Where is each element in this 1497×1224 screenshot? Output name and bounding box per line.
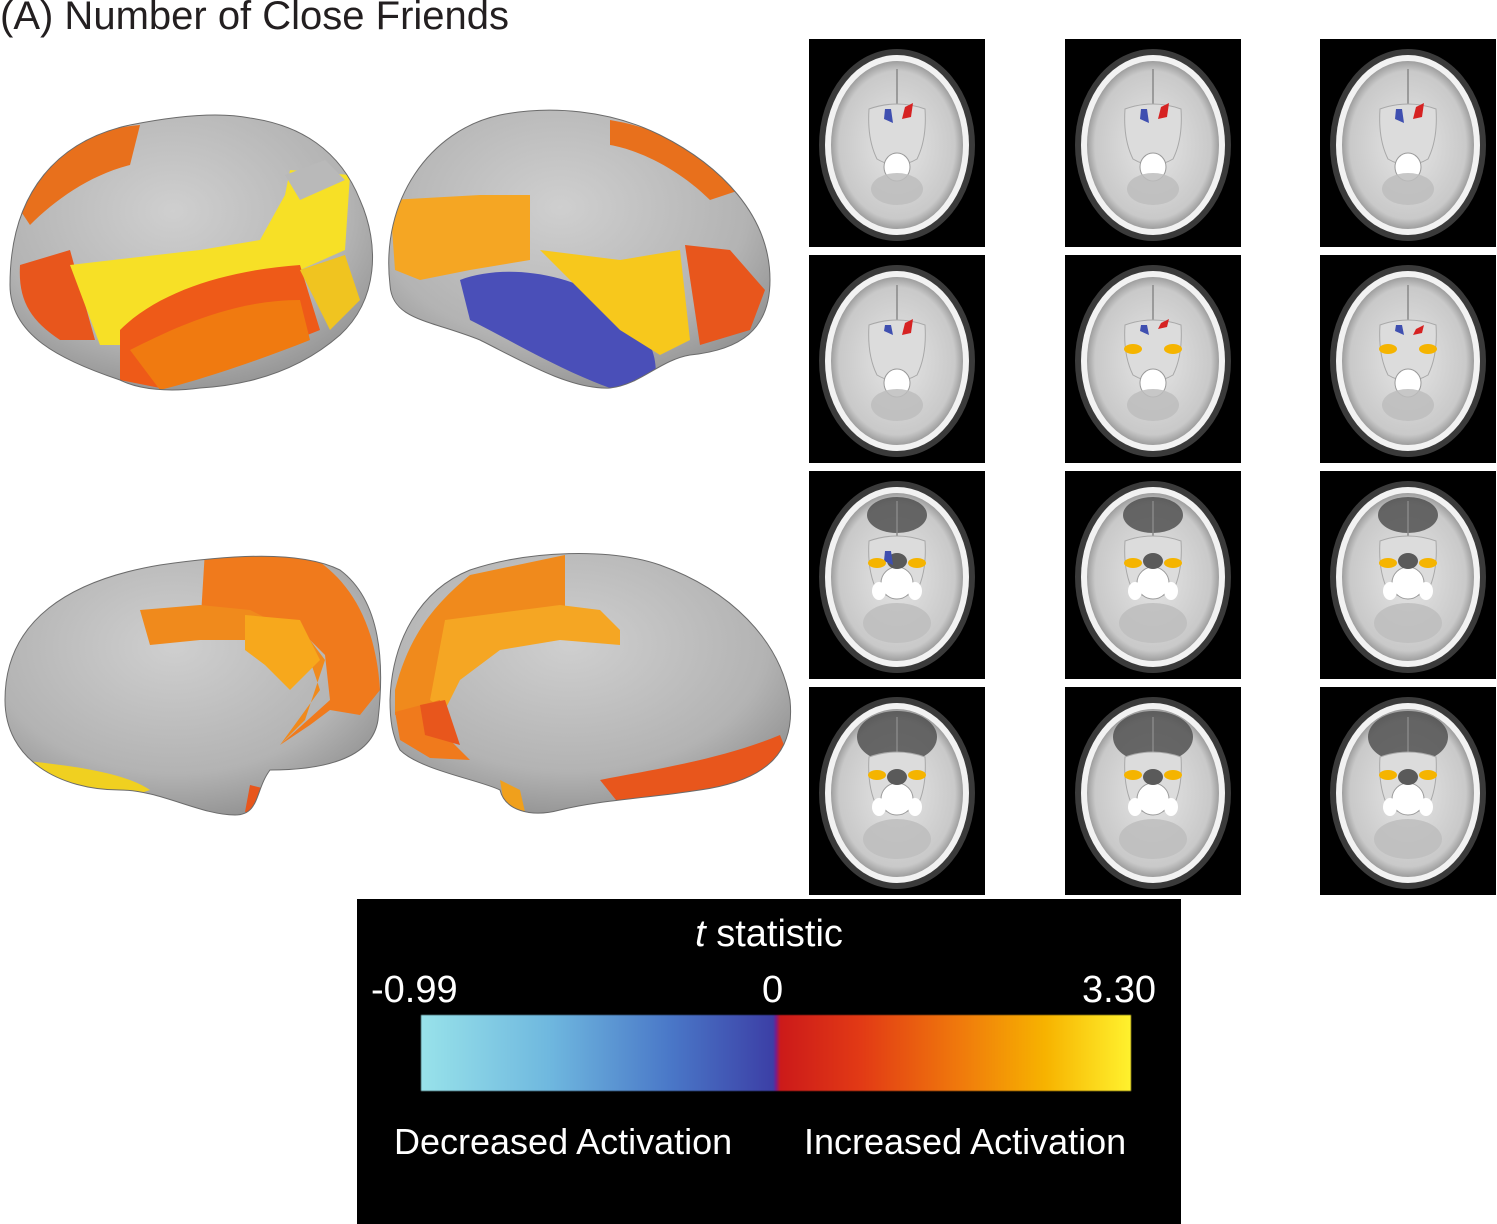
colorbar-min-label: -0.99	[371, 969, 458, 1011]
right-lateral-hemisphere	[388, 109, 771, 389]
axial-slice-8	[1065, 471, 1241, 679]
colorbar-gradient	[421, 1015, 1131, 1091]
panel-title: (A) Number of Close Friends	[0, 0, 510, 38]
colorbar-zero-label: 0	[762, 969, 784, 1011]
axial-slice-9	[1320, 471, 1496, 679]
right-medial-hemisphere	[389, 553, 792, 814]
axial-slice-1	[809, 39, 985, 247]
colorbar-max-label: 3.30	[1082, 969, 1156, 1011]
axial-slice-3	[1320, 39, 1496, 247]
left-lateral-hemisphere	[9, 114, 374, 391]
axial-slice-12	[1320, 687, 1496, 895]
colorbar-panel: t statistic -0.99 0 3.30 Decreased Activ…	[357, 899, 1181, 1224]
colorbar-title-rest: statistic	[705, 913, 843, 955]
axial-slice-2	[1065, 39, 1241, 247]
axial-slice-4	[809, 255, 985, 463]
decreased-activation-label: Decreased Activation	[394, 1121, 733, 1162]
axial-slice-7	[809, 471, 985, 679]
axial-slice-10	[809, 687, 985, 895]
left-medial-hemisphere	[4, 555, 382, 816]
axial-slice-6	[1320, 255, 1496, 463]
cortical-surface-renderings	[4, 109, 792, 816]
colorbar-title: t statistic	[357, 913, 1181, 956]
increased-activation-label: Increased Activation	[804, 1121, 1127, 1162]
axial-slice-5	[1065, 255, 1241, 463]
axial-slice-11	[1065, 687, 1241, 895]
colorbar-title-italic: t	[695, 913, 706, 955]
